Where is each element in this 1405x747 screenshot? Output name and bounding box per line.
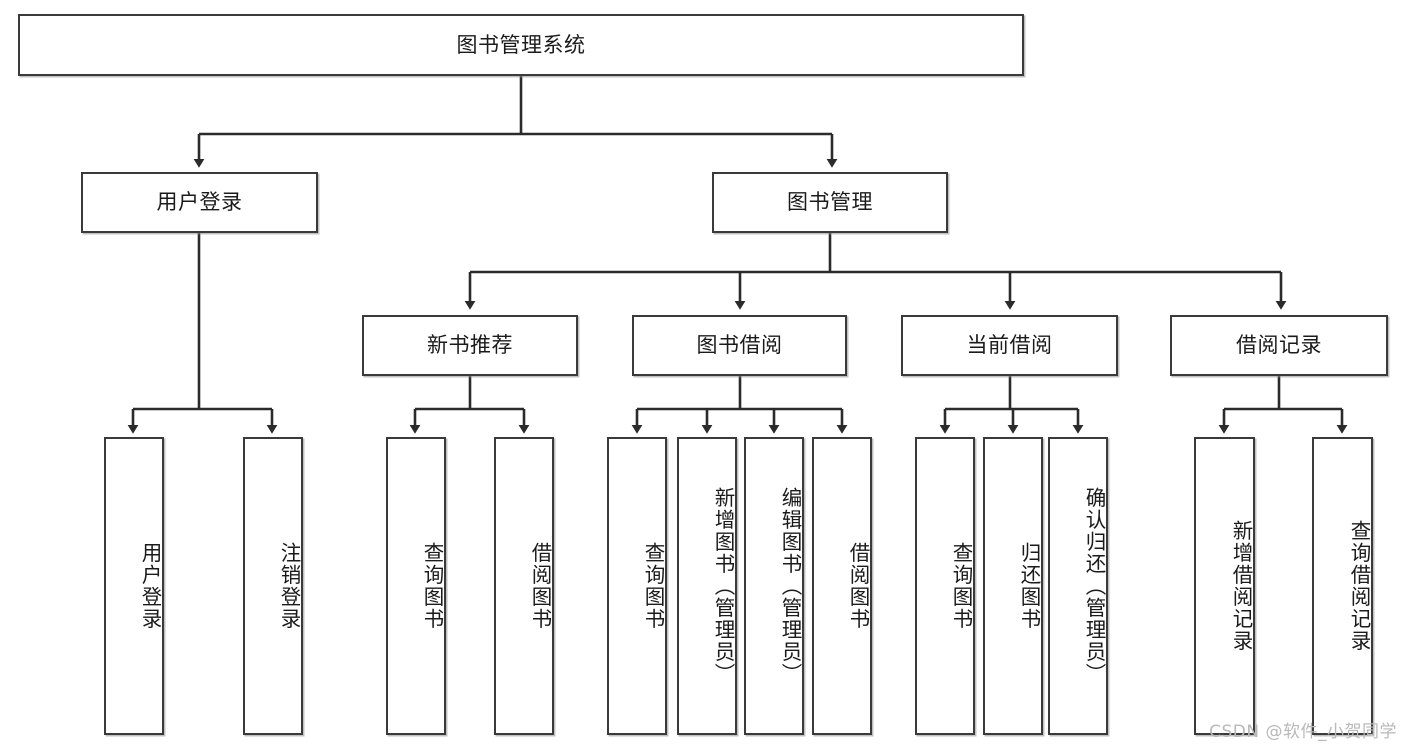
csdn-watermark: CSDN @软件_小贺同学 [1209,722,1397,742]
node-book-management[interactable]: 图书管理 [712,172,948,233]
node-new-book-recommend-label: 新书推荐 [427,333,513,358]
leaf-add-borrow-record-label: 新增借阅记录 [1229,520,1253,652]
leaf-confirm-return-label: 确认归还（管理员） [1082,487,1106,685]
node-current-borrow[interactable]: 当前借阅 [901,315,1118,376]
node-new-book-recommend[interactable]: 新书推荐 [362,315,578,376]
leaf-borrow-book-1-label: 借阅图书 [528,542,552,630]
node-user-login-label: 用户登录 [156,190,243,215]
leaf-query-borrow-record[interactable]: 查询借阅记录 [1312,437,1373,735]
leaf-confirm-return[interactable]: 确认归还（管理员） [1048,437,1108,735]
leaf-user-login[interactable]: 用户登录 [104,437,164,735]
leaf-add-borrow-record[interactable]: 新增借阅记录 [1194,437,1255,735]
leaf-borrow-book-2-label: 借阅图书 [846,542,870,630]
leaf-query-book-3-label: 查询图书 [949,542,973,630]
node-borrow-record-label: 借阅记录 [1236,333,1322,358]
node-root[interactable]: 图书管理系统 [18,14,1024,76]
leaf-add-book-label: 新增图书（管理员） [711,487,735,685]
leaf-query-borrow-record-label: 查询借阅记录 [1347,520,1371,652]
node-root-label: 图书管理系统 [456,32,586,57]
node-current-borrow-label: 当前借阅 [966,333,1053,358]
leaf-query-book-2[interactable]: 查询图书 [607,437,667,735]
node-book-management-label: 图书管理 [787,190,873,215]
leaf-borrow-book-2[interactable]: 借阅图书 [812,437,872,735]
leaf-logout[interactable]: 注销登录 [243,437,303,735]
leaf-borrow-book-1[interactable]: 借阅图书 [494,437,554,735]
leaf-return-book-label: 归还图书 [1017,542,1041,630]
node-user-login[interactable]: 用户登录 [81,172,318,233]
leaf-query-book-3[interactable]: 查询图书 [915,437,975,735]
leaf-edit-book-label: 编辑图书（管理员） [778,487,802,685]
leaf-edit-book[interactable]: 编辑图书（管理员） [744,437,804,735]
node-book-borrow[interactable]: 图书借阅 [632,315,847,376]
leaf-query-book-1-label: 查询图书 [420,542,444,630]
leaf-logout-label: 注销登录 [277,542,301,630]
leaf-query-book-1[interactable]: 查询图书 [386,437,446,735]
leaf-add-book[interactable]: 新增图书（管理员） [677,437,737,735]
leaf-query-book-2-label: 查询图书 [641,542,665,630]
leaf-return-book[interactable]: 归还图书 [983,437,1043,735]
node-borrow-record[interactable]: 借阅记录 [1170,315,1388,376]
leaf-user-login-label: 用户登录 [138,542,162,630]
node-book-borrow-label: 图书借阅 [696,333,783,358]
